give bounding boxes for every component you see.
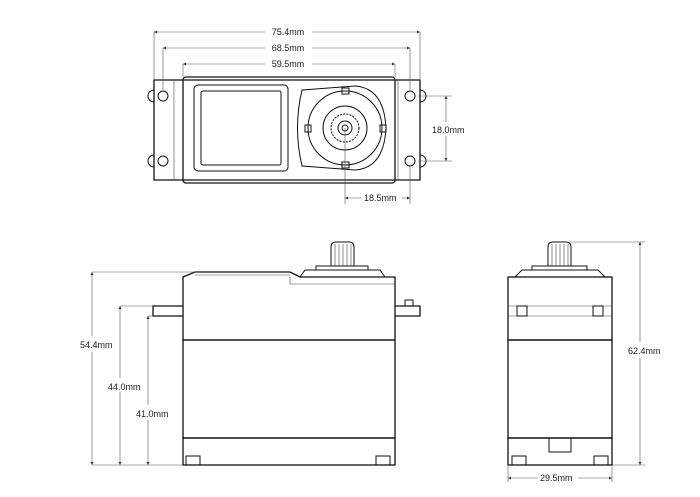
dim-mount-hole-spacing: 68.5mm	[272, 43, 305, 53]
dim-side-total-height: 62.4mm	[628, 346, 661, 356]
top-label-window	[193, 84, 289, 172]
front-right-ear	[395, 305, 421, 317]
top-view: 75.4mm 68.5mm 59.5mm 18.0mm 18.5mm	[147, 27, 465, 204]
top-right-lower-hole	[404, 155, 416, 167]
dim-body-width: 59.5mm	[272, 59, 305, 69]
top-spline	[330, 113, 360, 143]
top-gear-housing	[297, 85, 387, 171]
top-view-flange	[153, 79, 421, 181]
dim-front-mount-height: 44.0mm	[108, 382, 141, 392]
dim-overall-width: 75.4mm	[272, 27, 305, 37]
dim-top-height: 18.0mm	[432, 125, 465, 135]
front-middle-case	[182, 339, 396, 439]
top-right-upper-hole	[404, 90, 416, 102]
dim-shaft-offset: 18.5mm	[364, 193, 397, 203]
side-view: 62.4mm 29.5mm	[507, 241, 661, 483]
dim-front-total-height: 54.4mm	[80, 340, 113, 350]
front-left-ear	[152, 305, 183, 317]
top-left-mount-slot	[147, 89, 155, 168]
front-bottom-case	[182, 437, 396, 466]
front-output-spline	[330, 241, 355, 267]
side-top-cover	[507, 276, 613, 341]
top-view-body	[182, 76, 396, 184]
dim-side-width: 29.5mm	[540, 473, 573, 483]
top-left-lower-hole	[157, 155, 169, 167]
side-middle-case	[507, 339, 613, 439]
front-top-cover	[182, 271, 396, 341]
top-left-upper-hole	[157, 90, 169, 102]
side-cable-exit	[548, 437, 572, 453]
side-output-spline	[547, 241, 572, 267]
front-view: 54.4mm 44.0mm 41.0mm	[80, 241, 421, 466]
dim-front-body-height: 41.0mm	[136, 409, 169, 419]
